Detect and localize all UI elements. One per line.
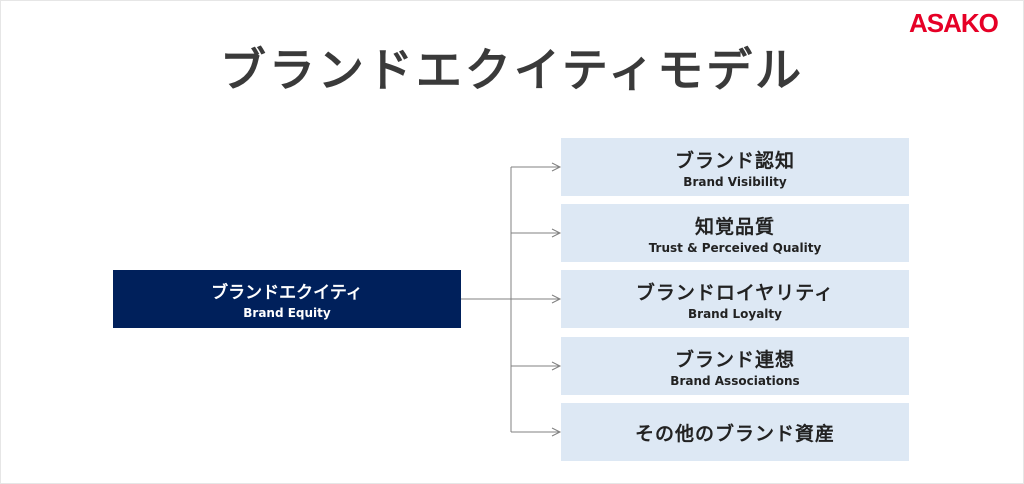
node-label-jp: ブランド認知 xyxy=(674,149,795,172)
page-title: ブランドエクイティモデル xyxy=(219,43,805,97)
root-label-en: Brand Equity xyxy=(243,306,331,320)
node-label-en: Brand Associations xyxy=(670,373,800,388)
node-label-jp: 知覚品質 xyxy=(694,215,775,238)
branch-arrow-1 xyxy=(511,162,562,172)
asako-logo: ASAKO xyxy=(909,8,999,38)
node-brand-associations: ブランド連想 Brand Associations xyxy=(561,337,909,395)
node-perceived-quality: 知覚品質 Trust & Perceived Quality xyxy=(561,204,909,262)
node-label-en: Brand Loyalty xyxy=(688,306,782,321)
node-label-en: Brand Visibility xyxy=(683,174,787,189)
root-label-jp: ブランドエクイティ xyxy=(211,283,363,303)
branch-arrow-2 xyxy=(511,228,562,238)
root-node-brand-equity: ブランドエクイティ Brand Equity xyxy=(113,270,461,328)
branch-arrow-3 xyxy=(511,294,562,304)
node-other-brand-assets: その他のブランド資産 xyxy=(561,403,909,461)
node-label-en: Trust & Perceived Quality xyxy=(648,240,822,255)
node-label-jp: ブランド連想 xyxy=(674,348,795,371)
node-label-jp: その他のブランド資産 xyxy=(634,422,835,445)
branch-arrow-5 xyxy=(511,427,562,437)
node-label-jp: ブランドロイヤリティ xyxy=(635,281,835,304)
branch-arrow-4 xyxy=(511,361,562,371)
node-brand-visibility: ブランド認知 Brand Visibility xyxy=(561,138,909,196)
node-brand-loyalty: ブランドロイヤリティ Brand Loyalty xyxy=(561,270,909,328)
